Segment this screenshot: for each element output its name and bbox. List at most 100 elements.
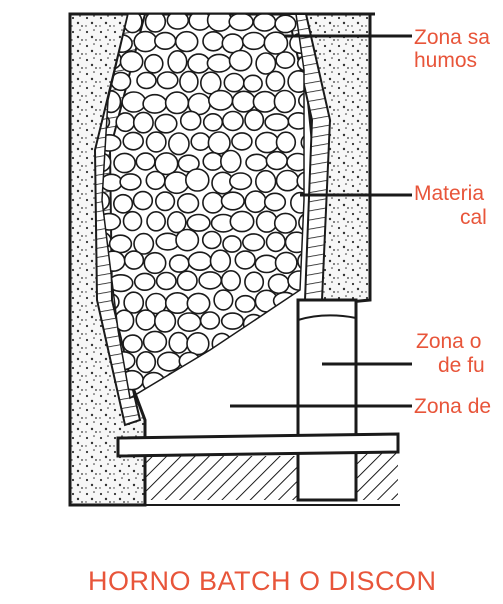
stone xyxy=(287,154,308,171)
stone xyxy=(230,211,253,231)
stone xyxy=(155,114,177,132)
stone xyxy=(187,293,209,313)
stone xyxy=(186,169,209,191)
stone xyxy=(146,172,165,190)
stone xyxy=(120,174,141,190)
stone xyxy=(155,311,176,332)
stone xyxy=(255,255,278,272)
stone xyxy=(203,32,224,51)
stone xyxy=(245,191,266,212)
stone xyxy=(222,192,245,210)
stone xyxy=(144,253,165,274)
stone xyxy=(169,133,189,155)
stone xyxy=(265,114,288,131)
stone xyxy=(203,193,223,213)
stone xyxy=(256,53,275,74)
stone xyxy=(157,273,176,290)
stone xyxy=(275,15,296,32)
stone xyxy=(222,313,244,329)
stone xyxy=(189,252,212,270)
stone xyxy=(121,51,143,71)
stone xyxy=(199,272,221,289)
stone xyxy=(274,331,296,351)
stone xyxy=(165,172,189,193)
stone xyxy=(188,54,210,73)
stone xyxy=(254,13,276,31)
stone xyxy=(230,51,252,71)
label-fire-zone-2: de fu xyxy=(438,354,485,377)
stone xyxy=(114,153,135,172)
stone xyxy=(256,171,276,193)
stone xyxy=(229,13,253,30)
stone xyxy=(210,375,231,392)
stone xyxy=(145,55,163,73)
diagram-title: HORNO BATCH O DISCON xyxy=(88,566,437,597)
stone xyxy=(223,112,243,131)
stone xyxy=(178,194,199,213)
stone xyxy=(236,296,256,312)
stone xyxy=(156,192,175,210)
stone xyxy=(243,234,265,251)
stone xyxy=(180,71,198,92)
stone xyxy=(268,351,289,369)
stone xyxy=(143,95,166,113)
stone xyxy=(191,133,210,150)
stone xyxy=(276,52,294,68)
stone xyxy=(147,212,165,231)
stone xyxy=(147,132,166,152)
ground-hatch-right xyxy=(356,452,398,500)
stone xyxy=(257,211,277,232)
stone xyxy=(286,232,308,252)
stone xyxy=(209,91,233,110)
stone xyxy=(246,154,267,170)
stone xyxy=(212,333,231,354)
label-lower-zone: Zona de xyxy=(414,395,491,418)
label-smoke-zone-1: Zona sa xyxy=(414,26,490,49)
stone xyxy=(134,32,157,52)
ground-hatch-left xyxy=(145,456,298,500)
stone xyxy=(166,92,189,113)
stone xyxy=(204,114,223,131)
stone xyxy=(114,195,133,213)
stone xyxy=(137,73,156,89)
stone xyxy=(268,315,287,332)
stone xyxy=(136,310,155,330)
stone xyxy=(135,273,155,290)
label-fire-zone-1: Zona o xyxy=(416,330,481,353)
stone xyxy=(191,372,209,389)
stone xyxy=(168,51,187,73)
right-column xyxy=(298,300,356,500)
stone xyxy=(176,32,198,52)
stone xyxy=(158,352,181,371)
stone xyxy=(256,132,279,152)
stone xyxy=(266,152,287,170)
stone xyxy=(288,113,308,129)
stone xyxy=(203,232,221,249)
stone xyxy=(137,352,156,373)
stone xyxy=(275,213,296,233)
stone xyxy=(224,74,244,92)
stone xyxy=(166,293,189,313)
stone xyxy=(125,251,144,269)
stone xyxy=(265,193,286,210)
stone xyxy=(170,255,189,272)
stone xyxy=(134,112,153,132)
stone xyxy=(134,192,153,210)
stone xyxy=(243,33,265,50)
stone xyxy=(232,133,252,150)
stone xyxy=(144,331,167,352)
stone xyxy=(253,92,276,112)
stone xyxy=(214,290,233,310)
stone xyxy=(245,272,263,292)
stone xyxy=(203,153,222,170)
stone xyxy=(276,252,297,273)
stone xyxy=(201,312,220,329)
stone xyxy=(248,353,267,369)
stone xyxy=(187,333,209,355)
stone xyxy=(244,315,264,333)
stone xyxy=(136,153,155,170)
stone xyxy=(176,230,198,251)
stone xyxy=(211,250,231,272)
